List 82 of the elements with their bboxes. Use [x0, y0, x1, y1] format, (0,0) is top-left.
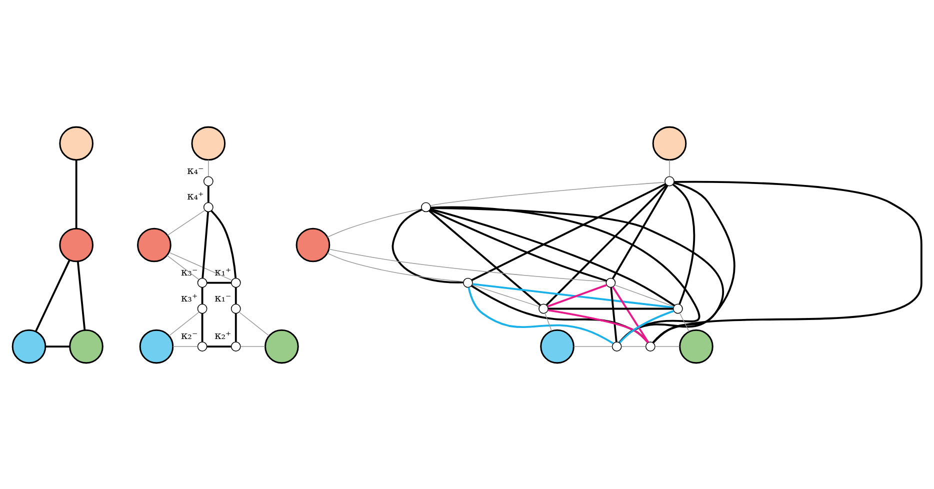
- node-label: κ₃⁺: [181, 290, 198, 304]
- connector: [166, 254, 200, 280]
- connector: [618, 310, 674, 343]
- connector: [201, 312, 204, 342]
- node-circle: [230, 303, 241, 314]
- connector: [76, 260, 86, 330]
- connector: [672, 183, 696, 304]
- node-label: κ₂⁺: [214, 328, 232, 342]
- node-circle: [606, 277, 616, 288]
- node-circle: [652, 126, 687, 160]
- connector: [547, 284, 607, 307]
- connector: [238, 311, 270, 336]
- node-circle: [230, 277, 241, 288]
- node-circle: [12, 328, 46, 364]
- connector: [548, 307, 674, 310]
- node-circle: [540, 328, 574, 364]
- connector: [234, 312, 237, 342]
- connector: [472, 282, 674, 308]
- connector: [612, 286, 650, 342]
- connector: [75, 160, 78, 228]
- connector: [202, 211, 210, 278]
- connector: [207, 185, 210, 202]
- connector: [471, 182, 666, 280]
- node-circle: [296, 227, 330, 262]
- connector: [468, 286, 614, 344]
- connector: [430, 208, 675, 306]
- node-circle: [463, 277, 473, 288]
- node-circle: [197, 341, 208, 351]
- node-label: κ₄⁺: [187, 189, 204, 202]
- connector: [207, 345, 232, 347]
- node-circle: [538, 303, 548, 314]
- connector: [46, 345, 70, 347]
- node-circle: [59, 126, 94, 160]
- node-circle: [59, 227, 94, 262]
- connector: [201, 286, 204, 304]
- node-circle: [139, 328, 174, 364]
- connector: [430, 208, 607, 282]
- node-label: κ₂⁻: [181, 328, 198, 342]
- connector: [470, 284, 649, 343]
- connector: [612, 184, 668, 279]
- connector: [327, 208, 422, 238]
- connector: [610, 287, 618, 342]
- node-label: κ₄⁻: [187, 163, 204, 176]
- node-circle: [197, 303, 208, 314]
- connector: [548, 308, 649, 343]
- connector: [34, 259, 70, 332]
- node-circle: [612, 341, 622, 351]
- node-circle: [264, 328, 299, 364]
- connector: [167, 209, 206, 236]
- connector: [472, 284, 540, 306]
- connector: [430, 181, 666, 206]
- connector: [208, 159, 209, 176]
- connector: [614, 284, 674, 306]
- connector: [679, 312, 690, 332]
- connector: [544, 312, 552, 331]
- connector: [392, 208, 464, 283]
- connector: [428, 209, 541, 306]
- node-circle: [191, 126, 226, 160]
- connector: [234, 286, 237, 304]
- node-circle: [203, 202, 214, 212]
- node-circle: [69, 328, 104, 364]
- connector: [168, 252, 232, 280]
- connector: [669, 159, 670, 176]
- node-circle: [645, 341, 656, 351]
- node-circle: [230, 341, 241, 351]
- connector: [210, 210, 237, 278]
- node-label: κ₁⁻: [214, 290, 232, 304]
- node-circle: [664, 176, 674, 186]
- node-circle: [197, 277, 208, 288]
- connector: [546, 184, 668, 306]
- connector: [328, 248, 606, 282]
- node-circle: [679, 328, 714, 364]
- node-circle: [672, 303, 683, 314]
- node-circle: [421, 202, 431, 212]
- connector: [207, 281, 232, 284]
- node-circle: [137, 227, 172, 262]
- connector: [168, 311, 200, 336]
- connector: [618, 182, 736, 343]
- node-label: κ₁⁺: [214, 264, 232, 278]
- node-label: κ₃⁻: [181, 264, 198, 278]
- connector: [326, 252, 464, 282]
- node-circle: [203, 176, 214, 186]
